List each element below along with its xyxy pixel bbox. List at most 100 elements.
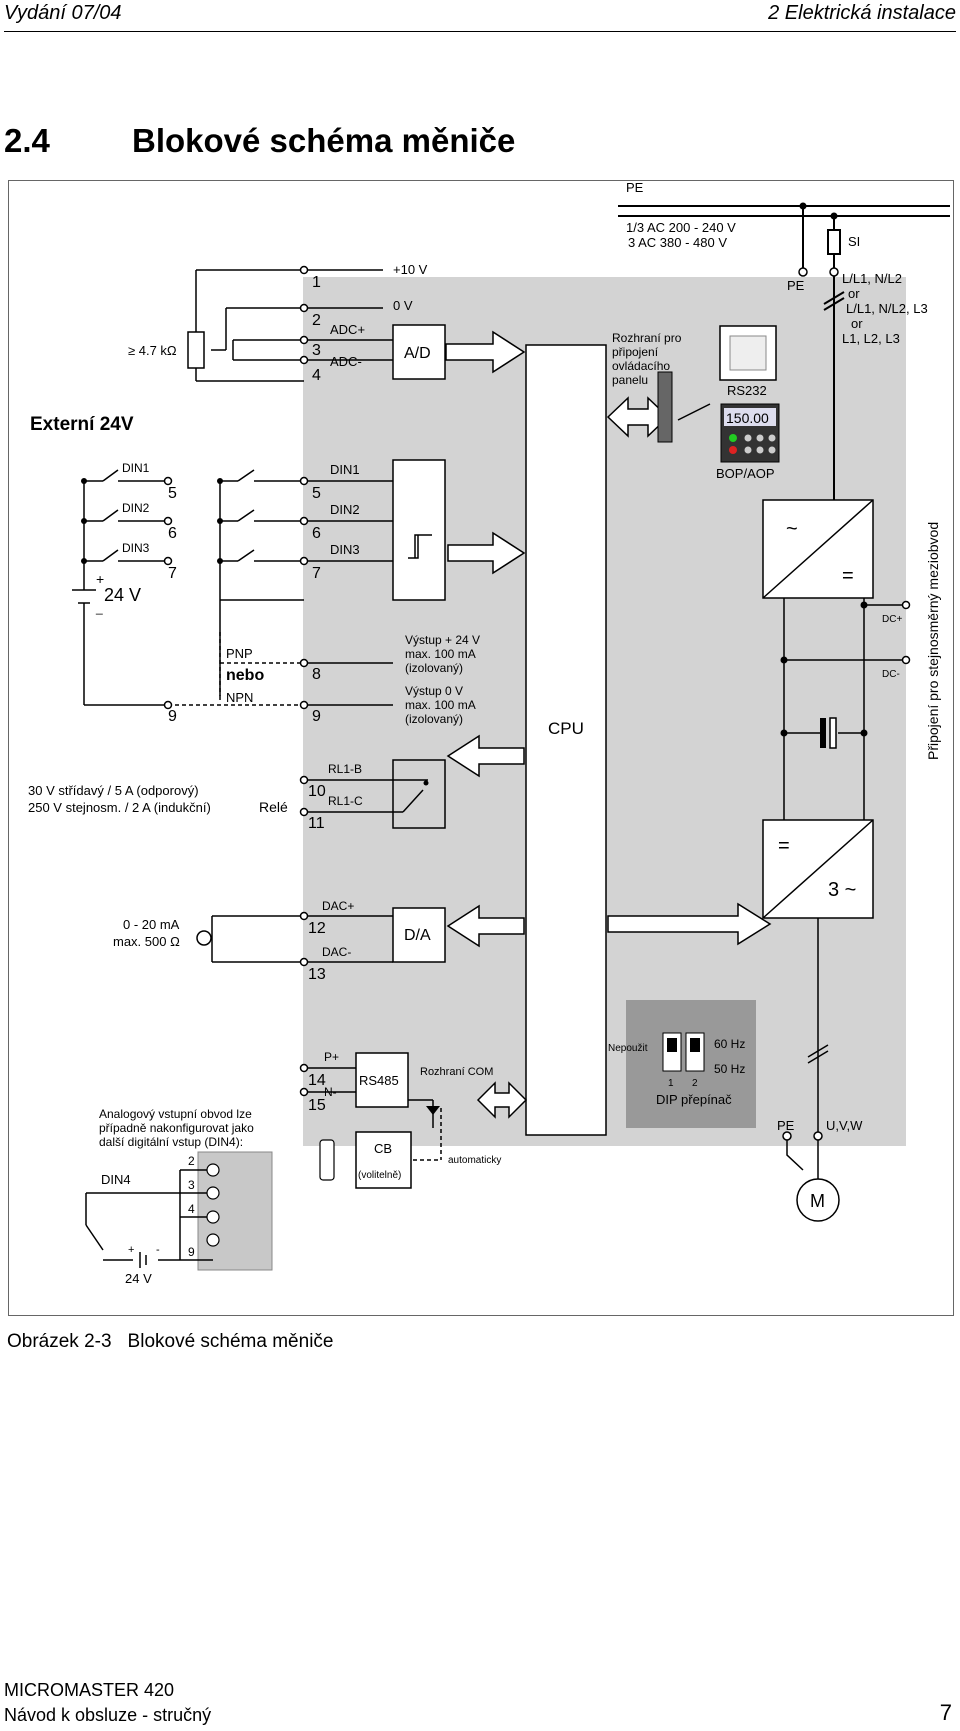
da-label: D/A <box>404 927 431 944</box>
ammeter-symbol <box>196 930 212 946</box>
interface-label-1: Rozhraní pro <box>612 331 682 345</box>
nepouzit-label: Nepoužit <box>608 1043 648 1054</box>
battery-24v-label: 24 V <box>104 585 141 605</box>
relay-spec-1: 30 V střídavý / 5 A (odporový) <box>28 783 199 798</box>
uvw-terminal <box>813 1131 823 1141</box>
cb-block <box>355 1131 412 1189</box>
header-rule <box>4 31 956 32</box>
relay-wiring <box>304 779 428 813</box>
din4-n3: 3 <box>188 1178 195 1192</box>
auto-label: automaticky <box>448 1155 501 1166</box>
external-24v-label: Externí 24V <box>30 414 134 435</box>
dac-spec-2: max. 500 Ω <box>113 934 180 949</box>
dac-minus-label: DAC- <box>322 945 351 959</box>
out24-3: (izolovaný) <box>405 661 463 675</box>
terminal-9-left: 9 <box>168 708 177 725</box>
supply-node <box>830 212 838 220</box>
analog-note-2: případně nakonfigurovat jako <box>99 1121 254 1135</box>
dc-plus-label: DC+ <box>882 614 902 625</box>
nebo-label: nebo <box>226 667 264 684</box>
com-contact-arrow <box>426 1106 440 1115</box>
inverter-ac-symbol: 3 ~ <box>828 879 856 901</box>
cb-label: CB <box>374 1141 392 1156</box>
din4-batt-plus: + <box>128 1244 134 1256</box>
motor-symbol <box>796 1178 840 1222</box>
din2-label: DIN2 <box>330 502 360 517</box>
terminal-15: 15 <box>308 1097 326 1114</box>
caption-text: Blokové schéma měniče <box>127 1331 334 1352</box>
dip-label: DIP přepínač <box>656 1092 732 1107</box>
out0-1: Výstup 0 V <box>405 684 463 698</box>
terminal-12: 12 <box>308 920 326 937</box>
dac-spec-1: 0 - 20 mA <box>123 917 180 932</box>
cpu-label: CPU <box>548 719 584 738</box>
analog-note-1: Analogový vstupní obvod lze <box>99 1107 252 1121</box>
motor-label: M <box>810 1191 825 1211</box>
terminal-5-left: 5 <box>168 485 177 502</box>
line-label-or2: or <box>851 316 863 331</box>
caption-number: Obrázek 2-3 <box>7 1331 112 1352</box>
nminus-label: N- <box>324 1085 337 1099</box>
din4-n9: 9 <box>188 1245 195 1259</box>
supply-label-2: 3 AC 380 - 480 V <box>628 235 727 250</box>
npn-label: NPN <box>226 690 253 705</box>
terminal-markers-dac <box>299 911 309 967</box>
dac-plus-label: DAC+ <box>322 899 354 913</box>
rs485-dashes <box>413 1108 442 1161</box>
terminal-10: 10 <box>308 783 326 800</box>
pe-motor-label: PE <box>777 1118 795 1133</box>
rs232-label: RS232 <box>727 383 767 398</box>
digital-nodes <box>81 478 223 564</box>
page-number: 7 <box>939 1700 952 1725</box>
analog-input-wiring <box>195 269 393 382</box>
dc-link-wiring <box>783 598 904 820</box>
inverter-diagonal <box>762 819 874 919</box>
pe-top-label: PE <box>626 180 644 195</box>
line-label-or1: or <box>848 286 860 301</box>
signal-arrows <box>445 330 772 1119</box>
rectifier-diagonal <box>762 499 874 599</box>
supply-label-1: 1/3 AC 200 - 240 V <box>626 220 736 235</box>
interface-label-3: ovládacího <box>612 359 670 373</box>
zero-v-label: 0 V <box>393 298 413 313</box>
terminal-markers-rs485 <box>299 1063 309 1097</box>
si-label: SI <box>848 234 860 249</box>
terminal-7: 7 <box>312 565 321 582</box>
terminal-3: 3 <box>312 342 321 359</box>
pnp-label: PNP <box>226 646 253 661</box>
supply-lines <box>618 205 950 500</box>
cpu-block <box>525 344 607 1136</box>
dip-switch-2-lever <box>690 1038 700 1052</box>
bop-keys <box>744 434 776 454</box>
figure-caption: Obrázek 2-3 Blokové schéma měniče <box>7 1331 333 1353</box>
schmitt-symbol <box>408 534 432 559</box>
adc-plus-label: ADC+ <box>330 322 365 337</box>
dac-wiring <box>211 915 393 963</box>
rl1c-label: RL1-C <box>328 794 363 808</box>
dip-num-2: 2 <box>692 1078 698 1089</box>
digital-input-dashes <box>168 632 304 706</box>
figure-frame <box>8 180 954 1316</box>
terminal-4: 4 <box>312 367 321 384</box>
battery-plus: + <box>96 571 104 587</box>
terminal-1: 1 <box>312 274 321 291</box>
pe-node <box>799 202 807 210</box>
analog-note-3: další digitální vstup (DIN4): <box>99 1135 243 1149</box>
ad-block <box>392 324 446 380</box>
dip-switch-1-lever <box>667 1038 677 1052</box>
rectifier-ac-symbol: ~ <box>786 518 798 540</box>
din4-label: DIN4 <box>101 1172 131 1187</box>
ad-label: A/D <box>404 345 431 362</box>
relay-contact <box>423 780 429 786</box>
footer-product: MICROMASTER 420 <box>4 1680 175 1700</box>
din4-batt-minus: - <box>156 1244 160 1256</box>
cb-opt-label: (volitelně) <box>358 1170 401 1181</box>
terminal-11: 11 <box>308 815 325 832</box>
dc-terminals <box>901 600 911 665</box>
line-label-2: L/L1, N/L2, L3 <box>846 301 928 316</box>
battery-minus: _ <box>95 601 103 615</box>
terminal-6: 6 <box>312 525 321 542</box>
din2-label-left: DIN2 <box>122 501 150 515</box>
capacitor-plate-1 <box>820 718 826 748</box>
sub-d-connector <box>319 1139 335 1181</box>
